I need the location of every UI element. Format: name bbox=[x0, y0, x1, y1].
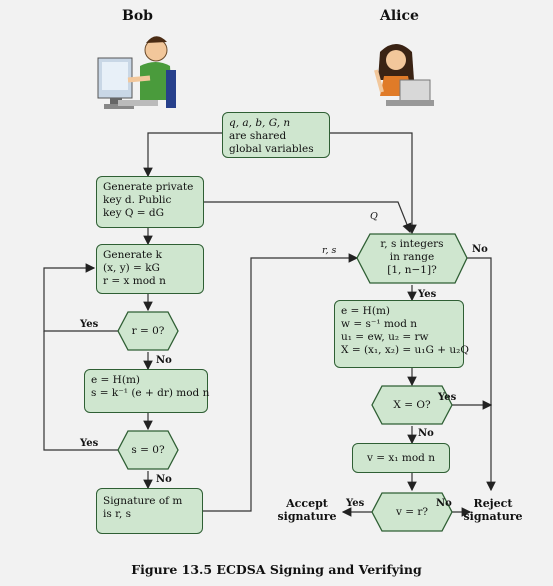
decision-x-zero: X = O? bbox=[393, 399, 431, 411]
decision-range: r, s integers in range [1, n−1]? bbox=[360, 238, 464, 277]
actor-alice: Alice bbox=[380, 8, 419, 24]
v-compute-box: v = x₁ mod n bbox=[352, 443, 450, 473]
decision-v-eq-shape bbox=[371, 492, 453, 532]
label-range-yes: Yes bbox=[418, 289, 437, 300]
label-Q: Q bbox=[370, 211, 378, 222]
arrow-shared-to-alice bbox=[330, 132, 417, 235]
bob-illustration bbox=[97, 36, 176, 109]
decision-r-zero-shape bbox=[117, 311, 179, 351]
figure-caption: Figure 13.5 ECDSA Signing and Verifying bbox=[131, 562, 422, 577]
shared-variables-box: q, a, b, G, n are shared global variable… bbox=[222, 112, 330, 158]
shared-line-2: are shared bbox=[229, 130, 287, 142]
genk-line-2: (x, y) = kG bbox=[103, 262, 160, 274]
verify-line-4: X = (x₁, x₂) = u₁G + u₂Q bbox=[341, 344, 469, 356]
arrow-signature-alice bbox=[203, 253, 359, 512]
arrow-shared-to-bob bbox=[143, 132, 222, 178]
label-range-no: No bbox=[472, 244, 488, 255]
decision-s-zero-shape bbox=[117, 430, 179, 470]
genk-line-1: Generate k bbox=[103, 249, 162, 261]
label-veq-no: No bbox=[436, 498, 452, 509]
label-veq-yes: Yes bbox=[346, 498, 365, 509]
label-rzero-yes: Yes bbox=[80, 319, 99, 330]
verify-line-1: e = H(m) bbox=[341, 305, 390, 317]
actor-bob: Bob bbox=[122, 8, 153, 24]
verify-line-3: u₁ = ew, u₂ = rw bbox=[341, 331, 429, 343]
signature-box: Signature of m is r, s bbox=[96, 488, 203, 534]
label-szero-no: No bbox=[156, 474, 172, 485]
arrow-range-no bbox=[467, 257, 496, 492]
range-line-3: [1, n−1]? bbox=[387, 264, 437, 276]
generate-k-box: Generate k (x, y) = kG r = x mod n bbox=[96, 244, 204, 294]
label-xzero-yes: Yes bbox=[438, 392, 457, 403]
genkey-line-1: Generate private bbox=[103, 181, 194, 193]
signature-line-2: is r, s bbox=[103, 508, 132, 520]
arrow-genkey-Q bbox=[204, 201, 412, 234]
label-rs: r, s bbox=[322, 245, 337, 256]
signature-line-1: Signature of m bbox=[103, 495, 183, 507]
decision-r-zero: r = 0? bbox=[131, 325, 165, 337]
compute-s-box: e = H(m) s = k⁻¹ (e + dr) mod n bbox=[84, 369, 210, 413]
decision-v-eq: v = r? bbox=[395, 506, 429, 518]
genkey-line-3: key Q = dG bbox=[103, 207, 165, 219]
decision-range-shape bbox=[356, 233, 468, 284]
generate-key-box: Generate private key d. Public key Q = d… bbox=[96, 176, 204, 228]
verify-compute-box: e = H(m) w = s⁻¹ mod n u₁ = ew, u₂ = rw … bbox=[334, 300, 469, 368]
reject-line-2: signature bbox=[463, 510, 523, 523]
range-line-1: r, s integers bbox=[380, 238, 444, 250]
label-rzero-no: No bbox=[156, 355, 172, 366]
label-szero-yes: Yes bbox=[80, 438, 99, 449]
decision-x-zero-shape bbox=[371, 385, 453, 425]
accept-signature: Accept signature bbox=[272, 497, 342, 523]
range-line-2: in range bbox=[389, 251, 435, 263]
genkey-line-2: key d. Public bbox=[103, 194, 172, 206]
accept-line-1: Accept bbox=[286, 497, 328, 510]
accept-line-2: signature bbox=[277, 510, 337, 523]
reject-signature: Reject signature bbox=[458, 497, 528, 523]
loop-rzero bbox=[43, 263, 118, 332]
shared-line-1: q, a, b, G, n bbox=[229, 117, 291, 129]
alice-illustration bbox=[374, 44, 434, 106]
shared-line-3: global variables bbox=[229, 143, 314, 155]
verify-line-2: w = s⁻¹ mod n bbox=[341, 318, 418, 330]
reject-line-1: Reject bbox=[473, 497, 513, 510]
sig-line-1: e = H(m) bbox=[91, 374, 140, 386]
decision-s-zero: s = 0? bbox=[131, 444, 165, 456]
loop-szero bbox=[43, 331, 118, 451]
label-xzero-no: No bbox=[418, 428, 434, 439]
genk-line-3: r = x mod n bbox=[103, 275, 166, 287]
sig-line-2: s = k⁻¹ (e + dr) mod n bbox=[91, 387, 210, 399]
